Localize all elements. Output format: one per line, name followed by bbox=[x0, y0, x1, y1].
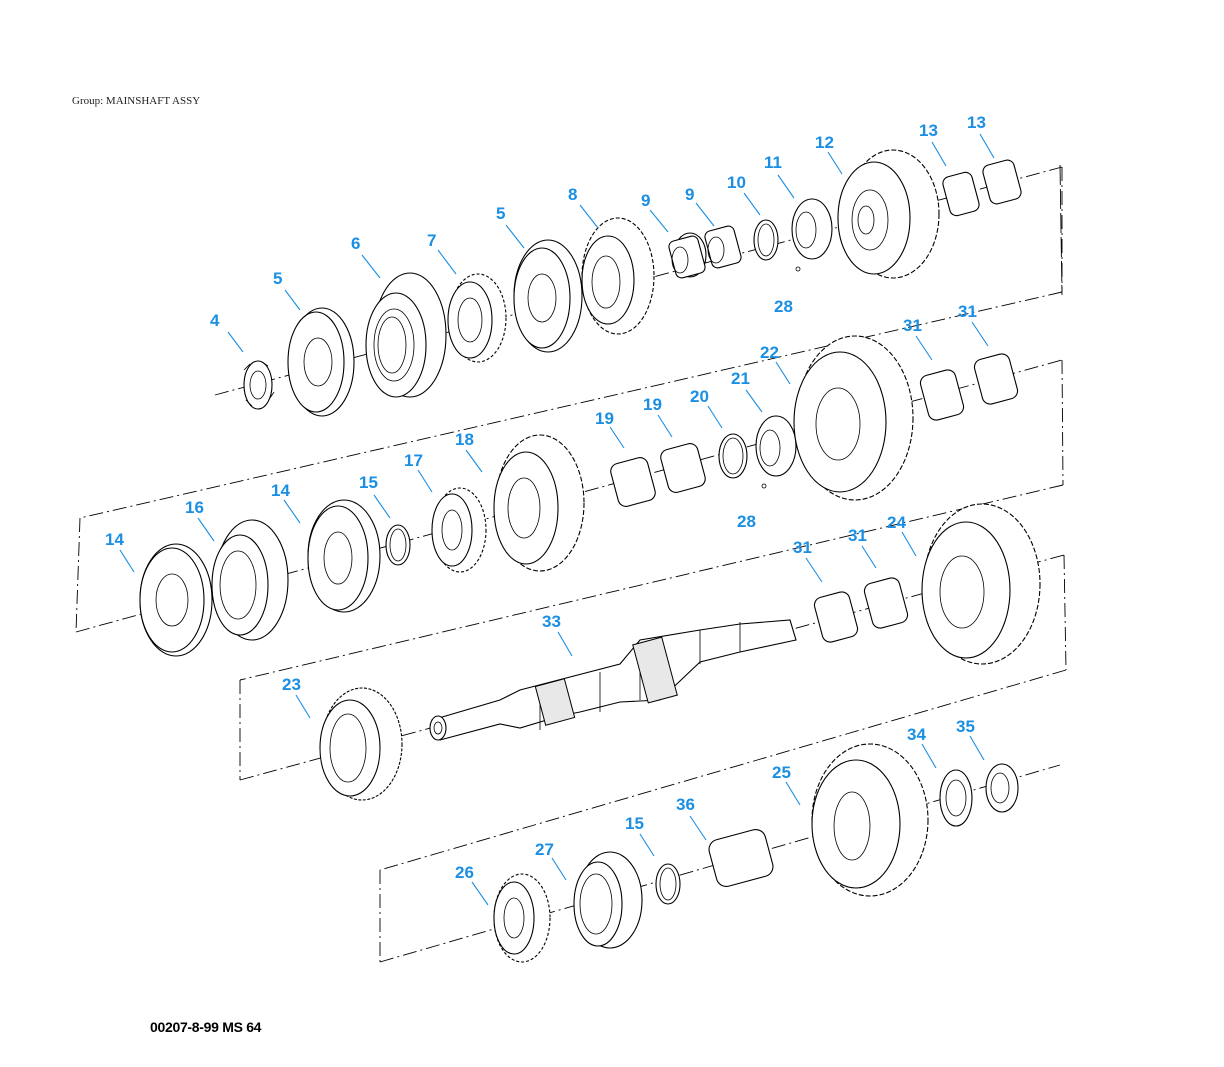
part-16-synchronizer bbox=[211, 519, 289, 641]
part-7-hub bbox=[447, 273, 507, 363]
callout-31: 31 bbox=[958, 302, 977, 321]
part-28-ball-a bbox=[795, 266, 801, 272]
callout-31: 31 bbox=[903, 316, 922, 335]
part-24-gear-large bbox=[921, 503, 1041, 665]
part-19-needle-bearing-b bbox=[660, 443, 706, 493]
callout-15: 15 bbox=[359, 473, 378, 492]
callout-14: 14 bbox=[105, 530, 124, 549]
callout-27: 27 bbox=[535, 840, 554, 859]
callout-34: 34 bbox=[907, 725, 926, 744]
part-25-gear-large bbox=[811, 743, 929, 897]
callout-8: 8 bbox=[568, 185, 577, 204]
part-22-gear-large bbox=[793, 335, 914, 501]
part-28-ball-b bbox=[761, 483, 767, 489]
drawing-code: 00207-8-99 MS 64 bbox=[150, 1019, 262, 1035]
part-13-needle-bearing-a bbox=[942, 171, 980, 217]
part-19-needle-bearing-a bbox=[610, 457, 656, 507]
part-34-thrust-washer bbox=[939, 769, 973, 827]
part-12-gear-large bbox=[837, 149, 940, 279]
callout-28: 28 bbox=[737, 512, 756, 531]
row3-parts bbox=[319, 503, 1041, 801]
callout-10: 10 bbox=[727, 173, 746, 192]
callout-5: 5 bbox=[273, 269, 282, 288]
part-5-clutch-disc-right bbox=[513, 239, 583, 353]
part-9-needle-bearing-a bbox=[668, 232, 707, 279]
leader-lines bbox=[119, 133, 995, 906]
callout-22: 22 bbox=[760, 343, 779, 362]
part-20-snap-ring bbox=[718, 433, 748, 479]
callout-31: 31 bbox=[793, 538, 812, 557]
callout-6: 6 bbox=[351, 234, 360, 253]
callout-7: 7 bbox=[427, 231, 436, 250]
part-33-mainshaft bbox=[429, 619, 797, 741]
callout-17: 17 bbox=[404, 451, 423, 470]
callout-20: 20 bbox=[690, 387, 709, 406]
callout-9: 9 bbox=[685, 185, 694, 204]
callout-28: 28 bbox=[774, 297, 793, 316]
part-5-clutch-disc-left bbox=[287, 307, 355, 417]
part-31-needle-bearing-b bbox=[973, 353, 1019, 405]
part-11-thrust-washer bbox=[791, 198, 833, 260]
part-36-needle-bearing bbox=[708, 829, 774, 887]
part-35-bearing-cone bbox=[985, 763, 1019, 813]
callout-33: 33 bbox=[542, 612, 561, 631]
callout-25: 25 bbox=[772, 763, 791, 782]
part-17-hub bbox=[431, 487, 487, 573]
callout-13: 13 bbox=[967, 113, 986, 132]
callout-18: 18 bbox=[455, 430, 474, 449]
callout-11: 11 bbox=[764, 153, 782, 172]
callout-24: 24 bbox=[887, 513, 906, 532]
callout-14: 14 bbox=[271, 481, 290, 500]
part-8-gear bbox=[581, 217, 655, 335]
part-14-disc-right bbox=[307, 499, 381, 613]
group-label: Group: MAINSHAFT ASSY bbox=[72, 95, 201, 107]
callout-23: 23 bbox=[282, 675, 301, 694]
part-31-needle-bearing-a bbox=[919, 369, 965, 421]
row4-parts bbox=[493, 743, 1019, 963]
part-26-hub bbox=[493, 873, 551, 963]
part-31-needle-bearing-c bbox=[813, 591, 859, 643]
callouts: 4 5 6 7 5 8 9 9 10 11 12 13 13 28 14 16 … bbox=[105, 113, 986, 882]
callout-26: 26 bbox=[455, 863, 474, 882]
callout-19: 19 bbox=[643, 395, 662, 414]
callout-36: 36 bbox=[676, 795, 695, 814]
part-14-disc-left bbox=[139, 543, 213, 657]
callout-31: 31 bbox=[848, 526, 867, 545]
callout-5: 5 bbox=[496, 204, 505, 223]
callout-4: 4 bbox=[210, 311, 220, 330]
part-31-needle-bearing-d bbox=[863, 577, 909, 629]
part-23-synchronizer bbox=[319, 687, 403, 801]
panel-outlines bbox=[75, 164, 1067, 962]
part-9-needle-bearing-b bbox=[704, 225, 742, 269]
callout-19: 19 bbox=[595, 409, 614, 428]
part-4-bearing-cone bbox=[243, 360, 275, 410]
callout-15: 15 bbox=[625, 814, 644, 833]
part-15-snap-ring-b bbox=[655, 863, 681, 905]
row1-parts bbox=[243, 149, 1022, 417]
callout-13: 13 bbox=[919, 121, 938, 140]
part-6-synchronizer bbox=[365, 272, 447, 398]
callout-35: 35 bbox=[956, 717, 975, 736]
part-21-thrust-washer bbox=[755, 415, 797, 477]
callout-12: 12 bbox=[815, 133, 834, 152]
row2-parts bbox=[139, 335, 1019, 657]
part-27-sleeve bbox=[573, 851, 643, 949]
part-13-needle-bearing-b bbox=[982, 159, 1022, 205]
part-15-snap-ring-a bbox=[385, 524, 411, 566]
part-18-gear bbox=[493, 434, 585, 572]
callout-16: 16 bbox=[185, 498, 204, 517]
callout-9: 9 bbox=[641, 191, 650, 210]
callout-21: 21 bbox=[731, 369, 750, 388]
